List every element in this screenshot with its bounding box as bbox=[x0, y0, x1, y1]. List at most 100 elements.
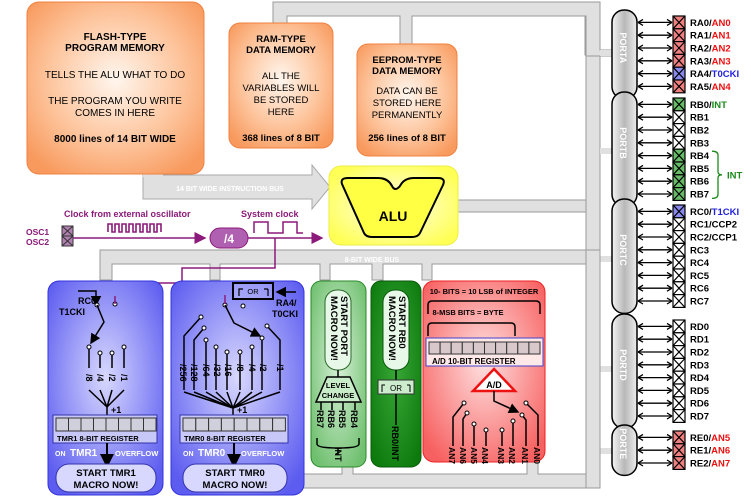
adc-register-label: A/D 10-BIT REGISTER bbox=[432, 357, 516, 366]
pin-base-name: RC0/ bbox=[690, 207, 712, 218]
pin-x-icon bbox=[672, 53, 686, 68]
eeprom-title-2: DATA MEMORY bbox=[372, 66, 442, 77]
port-macro-line-1: START PORT bbox=[338, 296, 349, 356]
bidirectional-arrow-icon bbox=[637, 386, 673, 394]
io-ports: PORTARA0/AN0RA1/AN1RA2/AN2RA3/AN3RA4/T0C… bbox=[611, 9, 743, 477]
pin-base-name: RC5 bbox=[690, 271, 710, 282]
bidirectional-arrow-icon bbox=[637, 433, 673, 441]
bidirectional-arrow-icon bbox=[637, 246, 673, 254]
tmr1-prescaler-1: /1 bbox=[119, 374, 129, 382]
pin-label: RA4/T0CKI bbox=[690, 69, 739, 80]
tmr1-input-2: T1CKI bbox=[59, 307, 85, 317]
pin-x-icon bbox=[672, 370, 686, 385]
level-change-line-2: CHANGE bbox=[322, 391, 355, 400]
bidirectional-arrow-icon bbox=[637, 207, 673, 215]
pin-x-icon bbox=[672, 204, 686, 219]
pin-label: RC4 bbox=[690, 258, 710, 269]
pin-base-name: RE1/ bbox=[690, 446, 711, 457]
port-pill bbox=[611, 424, 638, 477]
adc-channel-an1: AN1 bbox=[520, 447, 530, 464]
tmr1-input-1: RC0/ bbox=[78, 296, 99, 306]
port-porta: PORTARA0/AN0RA1/AN1RA2/AN2RA3/AN3RA4/T0C… bbox=[611, 9, 739, 100]
port-name-label: PORTE bbox=[618, 428, 628, 459]
bidirectional-arrow-icon bbox=[637, 399, 673, 407]
adc-10bit-label: 10- BITS = 10 LSB of INTEGER bbox=[430, 287, 539, 296]
adc-channel-an0: AN0 bbox=[532, 447, 542, 464]
pin-label: RB1 bbox=[690, 113, 710, 124]
port-int-label: INT bbox=[333, 447, 343, 462]
bidirectional-arrow-icon bbox=[637, 361, 673, 369]
pin-x-icon bbox=[672, 332, 686, 347]
pin-alt-function: AN4 bbox=[712, 82, 732, 93]
ram-size: 368 lines of 8 BIT bbox=[242, 133, 320, 144]
level-change-line-1: LEVEL bbox=[326, 381, 351, 390]
pin-label: RC0/T1CKI bbox=[690, 207, 739, 218]
pin-base-name: RB3 bbox=[690, 138, 709, 149]
adc-register-cells bbox=[428, 341, 541, 355]
pin-alt-function: T1CKI bbox=[712, 207, 739, 218]
tmr1-prescaler-2: /2 bbox=[107, 374, 117, 382]
pin-label: RB4 bbox=[690, 151, 710, 162]
divider-label: /4 bbox=[224, 232, 234, 246]
pin-base-name: RC2/CCP1 bbox=[690, 233, 738, 244]
rb0-pin-label: RB0/INT bbox=[390, 426, 400, 462]
pin-x-icon bbox=[672, 443, 686, 458]
adc-channel-an4: AN4 bbox=[480, 447, 490, 464]
pin-base-name: RB6 bbox=[690, 177, 709, 188]
pin-base-name: RA1/ bbox=[690, 31, 712, 42]
tmr0-prescaler-lines bbox=[183, 316, 281, 415]
osc1-label: OSC1 bbox=[26, 227, 49, 237]
pin-x-icon bbox=[672, 135, 686, 150]
tmr0-prescaler-4: /4 bbox=[247, 364, 257, 372]
flash-program-memory: FLASH-TYPE PROGRAM MEMORY TELLS THE ALU … bbox=[26, 1, 205, 175]
pin-base-name: RB1 bbox=[690, 113, 710, 124]
bidirectional-arrow-icon bbox=[637, 284, 673, 292]
pin-base-name: RB2 bbox=[690, 126, 709, 137]
adc-channel-an3: AN3 bbox=[496, 447, 506, 464]
bidirectional-arrow-icon bbox=[637, 139, 673, 147]
pin-base-name: RD2 bbox=[690, 348, 709, 359]
pin-label: RC5 bbox=[690, 271, 710, 282]
pin-x-icon bbox=[672, 294, 686, 308]
bidirectional-arrow-icon bbox=[637, 446, 673, 454]
pin-base-name: RA4/ bbox=[690, 69, 712, 80]
pin-label: RA0/AN0 bbox=[690, 18, 731, 29]
pin-alt-function: T0CKI bbox=[712, 69, 739, 80]
pin-base-name: RD7 bbox=[690, 412, 709, 423]
pin-label: RD6 bbox=[690, 399, 709, 410]
pin-x-icon bbox=[672, 110, 686, 125]
bidirectional-arrow-icon bbox=[637, 297, 673, 305]
flash-size: 8000 lines of 14 BIT WIDE bbox=[54, 134, 176, 145]
pin-x-icon bbox=[672, 174, 686, 189]
tmr1-prescaler-8: /8 bbox=[84, 374, 94, 382]
system-clock-label: System clock bbox=[241, 209, 300, 219]
data-bus-label: 8-BIT WIDE BUS bbox=[345, 257, 400, 264]
pin-label: RD2 bbox=[690, 348, 709, 359]
tmr0-prescaler-32: /32 bbox=[212, 364, 222, 377]
pin-label: RD1 bbox=[690, 335, 710, 346]
tmr0-macro-line-1: START TMR0 bbox=[205, 468, 264, 479]
ram-title-1: RAM-TYPE bbox=[256, 34, 306, 45]
tmr1-name: TMR1 bbox=[70, 448, 98, 459]
bidirectional-arrow-icon bbox=[637, 152, 673, 160]
int-group-brace bbox=[711, 150, 723, 200]
ram-line-4: HERE bbox=[268, 107, 294, 118]
pin-label: RD0 bbox=[690, 322, 709, 333]
port-change-interrupt-module: START PORT MACRO NOW! LEVEL CHANGE RB7 R… bbox=[310, 280, 367, 468]
pin-label: RC3 bbox=[690, 245, 709, 256]
pin-x-icon bbox=[672, 97, 686, 112]
bidirectional-arrow-icon bbox=[637, 259, 673, 267]
tmr0-input-1: RA4/ bbox=[276, 298, 297, 308]
pin-label: RA1/AN1 bbox=[690, 31, 731, 42]
tmr0-or-label: OR bbox=[247, 287, 259, 296]
bidirectional-arrow-icon bbox=[637, 374, 673, 382]
bidirectional-arrow-icon bbox=[637, 70, 673, 78]
pin-alt-function: INT bbox=[712, 100, 728, 111]
port-portc: PORTCRC0/T1CKIRC1/CCP2RC2/CCP1RC3RC4RC5R… bbox=[611, 198, 739, 315]
pin-label: RD5 bbox=[690, 386, 710, 397]
bidirectional-arrow-icon bbox=[637, 459, 673, 467]
bidirectional-arrow-icon bbox=[637, 233, 673, 241]
pin-label: RA5/AN4 bbox=[690, 82, 731, 93]
bidirectional-arrow-icon bbox=[637, 57, 673, 65]
